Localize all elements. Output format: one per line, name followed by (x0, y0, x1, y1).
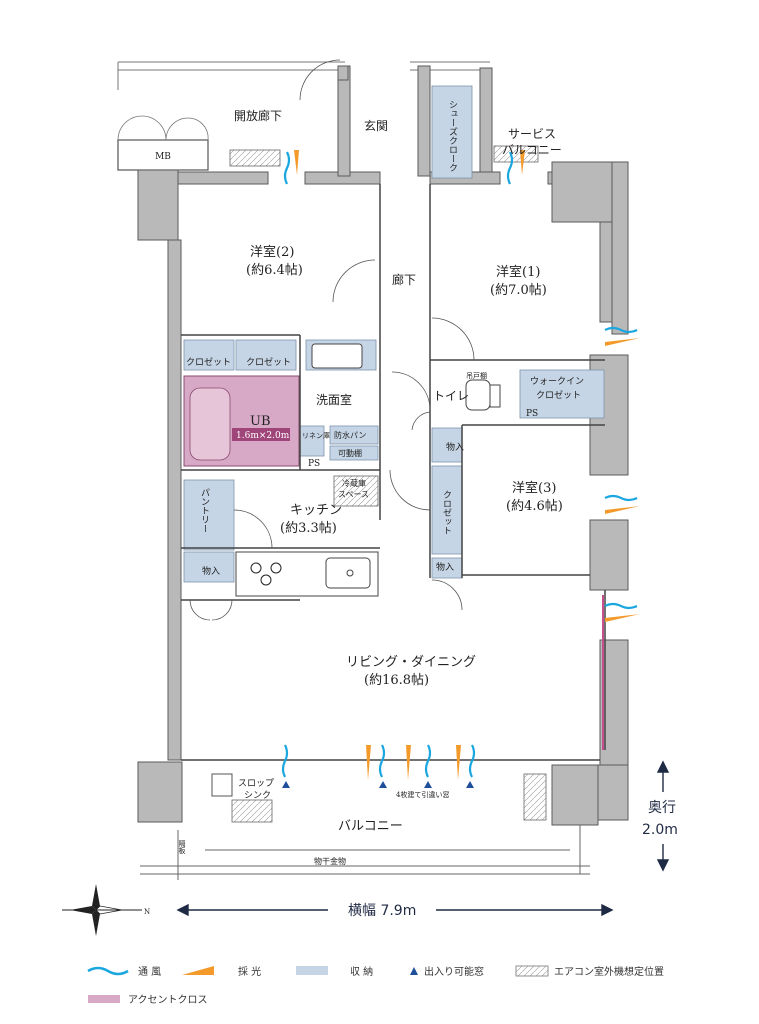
depth-dimension-2: 2.0m (642, 822, 678, 838)
legend-swatches (87, 965, 549, 1003)
partition-label: 隔板 (178, 839, 186, 855)
shoes-closet-label: シューズクローク (447, 100, 458, 172)
balcony-label: バルコニー (338, 819, 403, 834)
hanging-shelf-label: 吊戸棚 (466, 371, 487, 380)
closet-c-label: クロゼット (441, 490, 452, 535)
movable-shelf-label: 可動棚 (338, 448, 362, 458)
mb-label: MB (155, 152, 171, 162)
service-balcony-label-1: サービス (508, 127, 556, 141)
room-labels: 開放廊下 MB 玄関 シューズクローク サービス バルコニー 洋室(2) (約6… (155, 100, 584, 866)
western2-name: 洋室(2) (250, 244, 294, 260)
slop-label-2: シンク (244, 790, 271, 801)
legend-storage: 収 納 (350, 965, 373, 978)
walkin-label-1: ウォークイン (530, 376, 584, 387)
storage-c-label: 物入 (436, 561, 454, 573)
bathtub (189, 387, 231, 461)
washroom-label: 洗面室 (316, 392, 352, 407)
ub-label: UB (250, 414, 271, 429)
living-size: (約16.8帖) (364, 673, 429, 688)
service-balcony-label-2: バルコニー (502, 143, 562, 157)
legend: 通 風 採 光 収 納 出入り可能窓 エアコン室外機想定位置 アクセントクロス (128, 965, 664, 1006)
door-swings (189, 59, 475, 621)
slop-label-1: スロップ (238, 778, 274, 789)
western3-size: (約4.6帖) (506, 499, 563, 514)
pantry-label: パントリー (199, 488, 210, 533)
ac-units (229, 145, 547, 823)
fridge-label-1: 冷蔵庫 (342, 478, 366, 488)
ps-a-label: PS (526, 409, 538, 419)
closet-b-label: クロゼット (246, 356, 291, 368)
western1-name: 洋室(1) (496, 264, 540, 280)
western2-size: (約6.4帖) (246, 263, 303, 278)
storage-b-label: 物入 (202, 565, 220, 577)
entrance-label: 玄関 (364, 118, 388, 133)
western1-size: (約7.0帖) (490, 283, 547, 298)
ps-b-label: PS (308, 459, 320, 469)
legend-accent-cloth: アクセントクロス (128, 994, 208, 1006)
living-name: リビング・ダイニング (346, 655, 476, 670)
wind-light-markers (281, 150, 640, 788)
kitchen-name: キッチン (290, 503, 342, 518)
hallway-label: 廊下 (392, 272, 416, 287)
toilet-fixture (465, 379, 501, 411)
legend-door-window: 出入り可能窓 (424, 965, 484, 978)
legend-ac-unit: エアコン室外機想定位置 (554, 965, 664, 978)
kitchen-size: (約3.3帖) (280, 521, 337, 536)
mb-box (117, 115, 209, 171)
linen-label: リネン庫 (302, 431, 330, 440)
ub-size-label: 1.6m×2.0m (236, 431, 290, 441)
partitions (181, 184, 606, 761)
toilet-label: トイレ (433, 389, 469, 403)
compass-rose (62, 884, 142, 936)
ub-size-bg (232, 428, 290, 441)
walkin-label-2: クロゼット (536, 389, 581, 401)
kitchen-counter (235, 551, 379, 597)
western3-name: 洋室(3) (512, 480, 556, 496)
dimension-lines (176, 760, 670, 917)
legend-light: 採 光 (238, 965, 261, 978)
balcony-railing (140, 825, 590, 880)
fridge-label-2: スペース (338, 490, 369, 499)
wash-basin (311, 343, 363, 369)
open-corridor-label: 開放廊下 (234, 108, 282, 123)
north-label: N (144, 908, 150, 916)
legend-wind: 通 風 (138, 966, 161, 978)
four-sliding-label: 4枚建て引違い窓 (396, 790, 449, 799)
storage-a-label: 物入 (446, 441, 464, 453)
clothes-hanger-label: 物干金物 (314, 856, 346, 866)
waterproof-pan-label: 防水パン (334, 430, 366, 440)
depth-dimension-1: 奥行 (648, 799, 676, 816)
slop-sink (211, 773, 233, 797)
storage-areas (183, 85, 605, 583)
closet-a-label: クロゼット (186, 356, 231, 368)
width-dimension: 横幅 7.9m (348, 903, 416, 919)
